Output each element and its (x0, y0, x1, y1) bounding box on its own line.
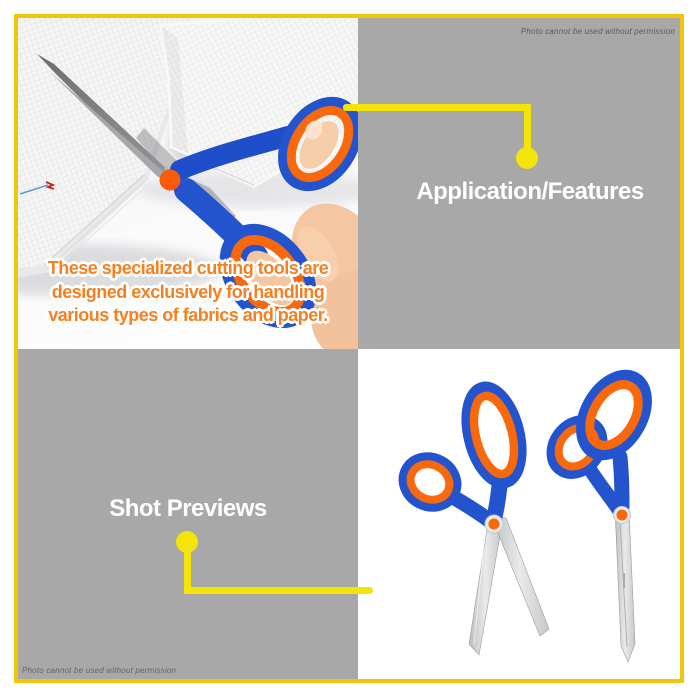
application-features-connector-line (343, 104, 531, 111)
two-blue-orange-scissors-photo (358, 349, 680, 679)
pen-mark (19, 181, 56, 195)
tagline-line-1: These specialized cutting tools are (47, 258, 329, 278)
watermark-bottom-left: Photo cannot be used without permission (22, 666, 177, 675)
tagline: These specialized cutting tools are desi… (18, 257, 358, 328)
scissors-cutting-grid-paper-photo (18, 18, 358, 349)
panel-application-features: Photo cannot be used without permission … (358, 18, 680, 349)
scissors (37, 54, 358, 349)
shot-previews-label: Shot Previews (109, 495, 267, 522)
application-features-label: Application/Features (416, 178, 644, 205)
tagline-line-2: designed exclusively for handling (51, 281, 325, 302)
photo-cutting-demo: These specialized cutting tools are desi… (18, 18, 358, 349)
upper-handle (170, 96, 358, 192)
grid-paper-pad (18, 18, 190, 278)
upper-blade (37, 54, 178, 184)
pivot-screw (159, 169, 181, 191)
lower-handle (174, 178, 317, 329)
blade-brand-mark (623, 573, 626, 588)
closed-large-handle (576, 369, 652, 461)
panel-shot-previews: Shot Previews Photo cannot be used witho… (18, 349, 358, 679)
tagline-line-3: various types of fabrics and paper. (48, 305, 328, 325)
scissors-closed (546, 369, 652, 663)
application-features-connector-line-vertical (524, 104, 531, 148)
scissors-open (398, 381, 550, 656)
open-small-handle (398, 452, 462, 512)
shot-previews-connector-dot (176, 531, 198, 553)
open-large-handle (461, 381, 527, 489)
open-pivot-screw (488, 518, 500, 530)
application-features-connector-dot (516, 147, 538, 169)
watermark-top-right: Photo cannot be used without permission (520, 27, 675, 36)
photo-product-preview (358, 349, 680, 679)
shot-previews-connector-line-vertical (184, 551, 191, 591)
closed-pivot-screw (616, 509, 628, 521)
shot-previews-connector-line (184, 587, 373, 594)
